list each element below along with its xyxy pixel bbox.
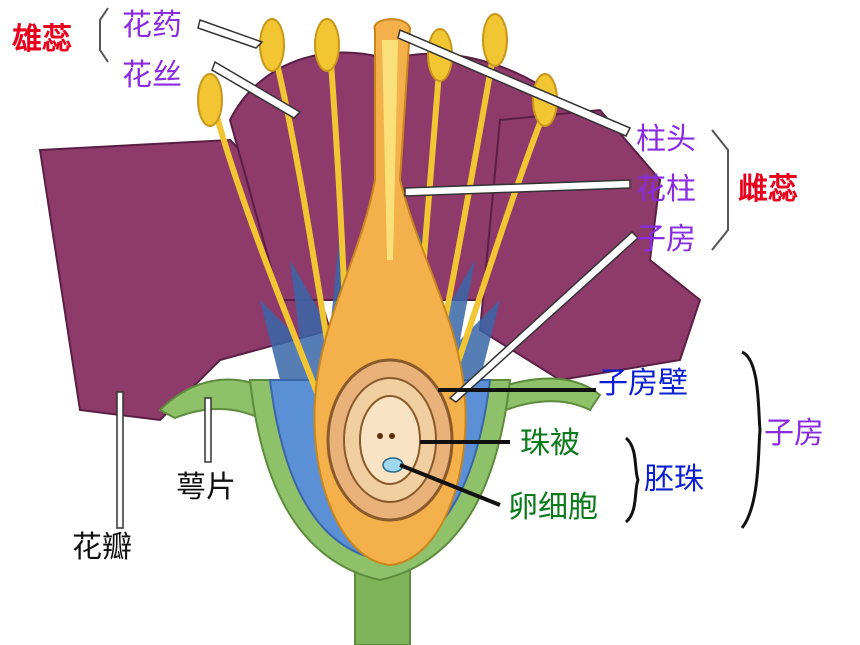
label-ovule: 胚珠 — [644, 462, 704, 497]
label-anther: 花药 — [122, 8, 182, 43]
label-sepal: 萼片 — [176, 470, 236, 505]
label-stamen: 雄蕊 — [12, 22, 72, 57]
label-petal: 花瓣 — [72, 530, 132, 565]
label-style: 花柱 — [636, 172, 696, 207]
ovule-brace — [624, 436, 640, 524]
stamen-brace — [99, 7, 109, 63]
anthers — [197, 13, 558, 127]
pistil-brace — [711, 129, 729, 251]
label-filament: 花丝 — [122, 58, 182, 93]
label-pistil: 雌蕊 — [738, 172, 798, 207]
polar-nucleus-2 — [389, 433, 395, 439]
leader-lines — [399, 388, 596, 507]
label-ovary-right: 子房 — [764, 416, 824, 451]
label-ovary-wall: 子房壁 — [598, 366, 688, 401]
label-arrows — [116, 19, 640, 529]
style-highlight — [382, 40, 398, 260]
label-ovary-top: 子房 — [636, 222, 696, 257]
label-integument: 珠被 — [520, 426, 580, 461]
label-stigma: 柱头 — [636, 122, 696, 157]
ovary-brace — [740, 350, 762, 529]
label-egg-cell: 卵细胞 — [508, 490, 598, 525]
polar-nucleus-1 — [377, 433, 383, 439]
